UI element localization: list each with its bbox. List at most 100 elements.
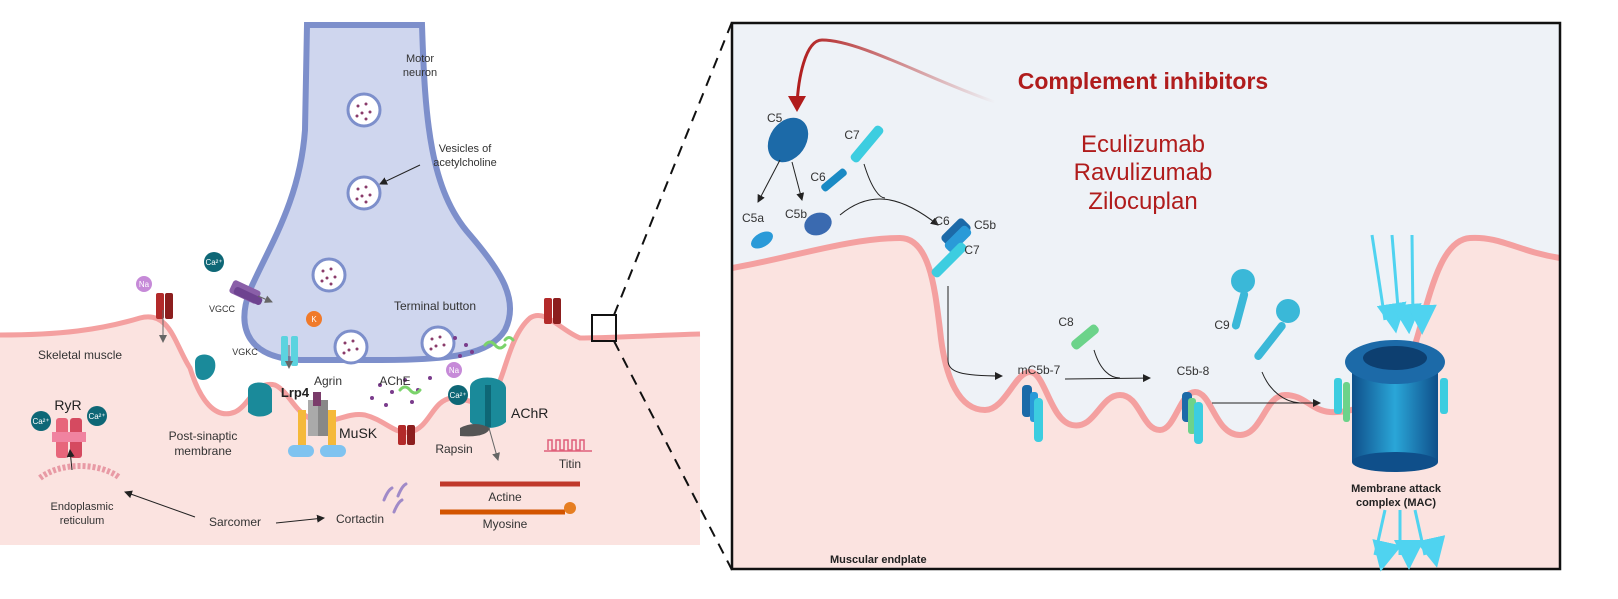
- zoom-connector-line: [613, 340, 733, 571]
- c5b-protein: [804, 212, 832, 236]
- c5b-merge-arrow: [839, 198, 939, 226]
- svg-text:Ca²⁺: Ca²⁺: [88, 412, 105, 421]
- complex-c7-label: C7: [964, 243, 980, 257]
- acetylcholine-vesicle: [333, 329, 369, 365]
- c5-to-c5b-arrow: [791, 161, 805, 201]
- c6-c7-merge-arrow: [863, 163, 886, 199]
- c8-label: C8: [1058, 315, 1074, 329]
- skeletal-muscle-region: [0, 315, 700, 545]
- svg-text:K: K: [311, 315, 317, 324]
- sodium-channel: [398, 425, 415, 445]
- inhibitor-arrowhead: [788, 96, 806, 112]
- c5a-label: C5a: [742, 211, 764, 225]
- acetylcholine-vesicle: [420, 325, 456, 361]
- receptor-protein: [248, 382, 272, 417]
- mac-label: Membrane attack: [1351, 483, 1442, 495]
- lrp4-label: Lrp4: [281, 385, 310, 400]
- vesicles-label: Vesicles of: [439, 143, 493, 155]
- right-panel: Complement inhibitors Eculizumab Ravuliz…: [730, 21, 1562, 572]
- acetylcholine-vesicle: [346, 175, 382, 211]
- endplate-muscle-region: [732, 237, 1560, 569]
- rapsin-label: Rapsin: [435, 442, 472, 456]
- mac-pore: [1334, 340, 1448, 472]
- ryr-label: RyR: [54, 397, 81, 413]
- calcium-ion: Ca²⁺: [31, 411, 51, 431]
- sarcomer-arrow: [275, 514, 325, 524]
- c6-label: C6: [810, 170, 826, 184]
- lrp4-musk-complex: [288, 392, 346, 457]
- left-panel: Na Na Ca²⁺ Ca²⁺ Ca²⁺ Ca²⁺ K Motor neuron: [0, 22, 701, 545]
- vesicles-label: acetylcholine: [433, 157, 497, 169]
- inhibitor-arrow: [795, 38, 996, 107]
- sarcomer-arrow: [124, 490, 196, 518]
- achr-receptor: [470, 377, 506, 428]
- mac-label: complex (MAC): [1356, 497, 1436, 509]
- c9-protein: [1254, 299, 1300, 360]
- musk-label: MuSK: [339, 425, 378, 441]
- c5-label: C5: [767, 111, 783, 125]
- svg-text:Na: Na: [139, 280, 150, 289]
- c5b67-complex: [931, 218, 972, 278]
- cortactin-protein: [382, 482, 408, 514]
- c8-protein: [1071, 324, 1099, 350]
- c7-protein: [850, 125, 884, 163]
- complex-c6-label: C6: [934, 214, 950, 228]
- calcium-ion: Ca²⁺: [448, 385, 468, 405]
- titin-label: Titin: [559, 457, 581, 471]
- endoplasmic-label: Endoplasmic: [51, 501, 114, 513]
- er-ryr-arrow: [66, 449, 75, 471]
- vgkc-channel: [281, 336, 298, 366]
- svg-text:Ca²⁺: Ca²⁺: [205, 258, 222, 267]
- ryr-channel: [52, 418, 86, 458]
- calcium-ion: Ca²⁺: [204, 252, 224, 272]
- motor-neuron-label: neuron: [403, 67, 437, 79]
- complement-inhibitors-heading: Complement inhibitors: [1018, 68, 1268, 94]
- terminal-button-label: Terminal button: [394, 299, 476, 313]
- c5-to-c5a-arrow: [757, 159, 781, 203]
- c9-label: C9: [1214, 318, 1230, 332]
- myosine-head: [564, 502, 576, 514]
- post-synaptic-label: membrane: [174, 444, 232, 458]
- efflux-arrows: [1372, 509, 1446, 572]
- zoom-box: [591, 314, 617, 342]
- c5b-label: C5b: [785, 207, 807, 221]
- acetylcholine-molecules: [370, 336, 474, 407]
- c9-merge-arrow: [1261, 371, 1301, 404]
- vgcc-arrow: [257, 295, 273, 303]
- sarcomer-label: Sarcomer: [209, 515, 261, 529]
- post-synaptic-label: Post-sinaptic: [169, 429, 238, 443]
- endoplasmic-reticulum: [38, 463, 122, 481]
- sodium-ion: Na: [136, 276, 152, 292]
- c8-merge-arrow: [1093, 349, 1121, 379]
- achr-label: AChR: [511, 405, 548, 421]
- complex-insertion-arrow: [947, 286, 1003, 380]
- svg-text:Ca²⁺: Ca²⁺: [32, 417, 49, 426]
- c5b8-complex: [1182, 392, 1203, 444]
- vgkc-label: VGKC: [232, 347, 258, 357]
- potassium-ion: K: [306, 311, 322, 327]
- vgcc-channel: [229, 280, 263, 305]
- myosine-label: Myosine: [483, 517, 528, 531]
- ache-enzyme: [398, 336, 515, 395]
- cortactin-label: Cortactin: [336, 512, 384, 526]
- svg-text:Na: Na: [449, 366, 460, 375]
- acetylcholine-vesicle: [346, 92, 382, 128]
- motor-neuron-label: Motor: [406, 53, 434, 65]
- svg-text:Ca²⁺: Ca²⁺: [449, 391, 466, 400]
- c9-protein: [1231, 269, 1255, 330]
- zoom-connector-line: [613, 21, 733, 316]
- receptor-protein: [195, 354, 216, 380]
- influx-arrows: [1370, 234, 1437, 335]
- sodium-channel: [544, 298, 561, 324]
- calcium-ion: Ca²⁺: [87, 406, 107, 426]
- mc5b7-to-c5b8-arrow: [1064, 374, 1151, 383]
- mc5b7-label: mC5b-7: [1018, 363, 1061, 377]
- right-panel-frame: [730, 21, 1562, 571]
- drug-zilocuplan: Zilocuplan: [1088, 188, 1197, 215]
- complex-c5b-label: C5b: [974, 218, 996, 232]
- sodium-ion: Na: [446, 362, 462, 378]
- ache-label: AChE: [379, 374, 410, 388]
- actine-label: Actine: [488, 490, 522, 504]
- mc5b7-complex: [1022, 385, 1043, 442]
- c5-protein: [767, 117, 809, 163]
